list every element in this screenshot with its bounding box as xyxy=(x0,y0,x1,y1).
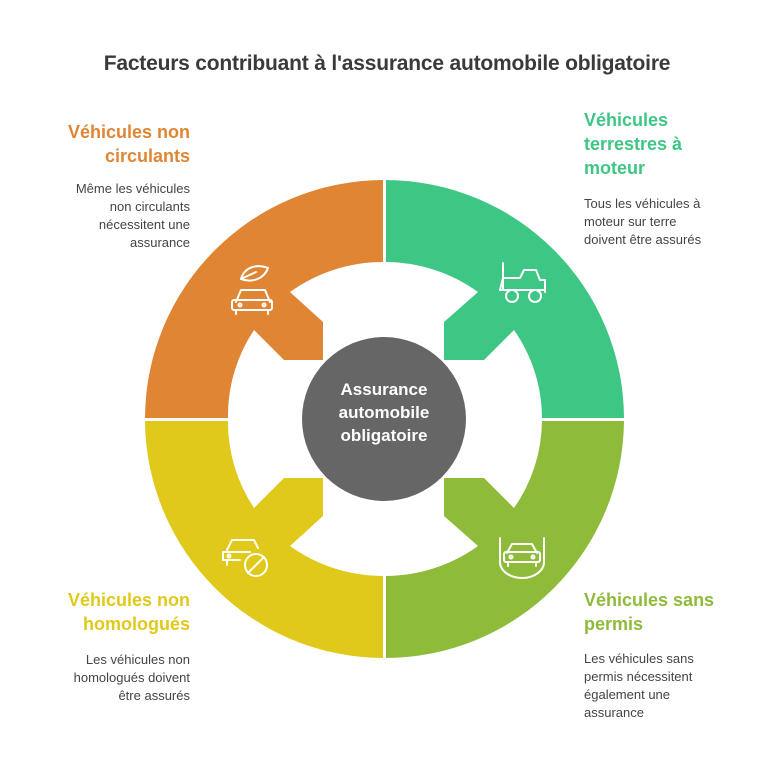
heading-line: Véhicules sans xyxy=(584,590,715,610)
center-label-line: Assurance xyxy=(340,380,428,399)
segment-bottom-right xyxy=(386,421,624,658)
desc-line: également une xyxy=(584,687,671,702)
desc-top-left: Même les véhicules non circulants nécess… xyxy=(20,180,190,252)
center-label-line: automobile xyxy=(338,403,430,422)
segment-bottom-left xyxy=(145,421,383,658)
car-shield-icon xyxy=(499,537,545,579)
heading-line: permis xyxy=(584,614,644,634)
heading-line: terrestres à xyxy=(584,134,683,154)
center-circle xyxy=(302,337,466,501)
desc-line: être assurés xyxy=(118,688,190,703)
desc-line: homologués doivent xyxy=(73,670,190,685)
heading-bottom-left: Véhicules non homologués xyxy=(20,588,190,636)
desc-line: assurance xyxy=(584,705,644,720)
heading-line: Véhicules non xyxy=(67,122,190,142)
heading-top-left: Véhicules non circulants xyxy=(20,120,190,168)
heading-line: moteur xyxy=(584,158,646,178)
desc-line: Les véhicules non xyxy=(85,652,190,667)
car-leaf-icon xyxy=(231,265,273,315)
heading-line: homologués xyxy=(83,614,190,634)
desc-line: permis nécessitent xyxy=(584,669,693,684)
desc-line: non circulants xyxy=(109,199,190,214)
desc-line: nécessitent une xyxy=(98,217,190,232)
jeep-icon xyxy=(499,262,546,303)
desc-line: moteur sur terre xyxy=(584,214,677,229)
desc-line: doivent être assurés xyxy=(584,232,702,247)
desc-line: Les véhicules sans xyxy=(584,651,694,666)
desc-bottom-right: Les véhicules sans permis nécessitent ég… xyxy=(584,650,764,722)
heading-bottom-right: Véhicules sans permis xyxy=(584,588,764,636)
car-prohibited-icon xyxy=(222,539,268,577)
heading-line: Véhicules non xyxy=(67,590,190,610)
heading-line: circulants xyxy=(104,146,190,166)
center-label-line: obligatoire xyxy=(340,426,428,445)
heading-line: Véhicules xyxy=(584,110,669,130)
desc-line: Même les véhicules xyxy=(75,181,190,196)
desc-top-right: Tous les véhicules à moteur sur terre do… xyxy=(584,195,764,249)
desc-line: Tous les véhicules à xyxy=(584,196,701,211)
desc-bottom-left: Les véhicules non homologués doivent êtr… xyxy=(20,651,190,705)
center-label: Assurance automobile obligatoire xyxy=(304,378,464,447)
desc-line: assurance xyxy=(130,235,190,250)
page-title: Facteurs contribuant à l'assurance autom… xyxy=(103,52,671,75)
segment-top-right xyxy=(386,180,624,418)
heading-top-right: Véhicules terrestres à moteur xyxy=(584,108,754,180)
